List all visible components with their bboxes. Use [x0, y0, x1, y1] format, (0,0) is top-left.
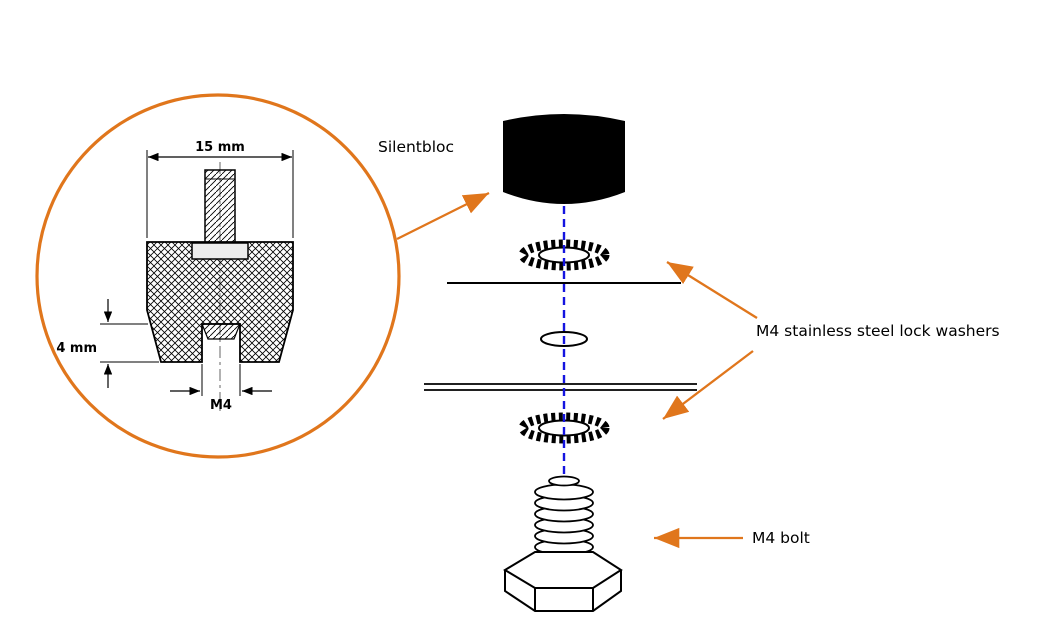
m4-bolt — [503, 475, 623, 612]
dim-width-label: 15 mm — [195, 140, 245, 155]
dim-height-label: 4 mm — [56, 341, 97, 356]
dim-height: 4 mm — [56, 299, 159, 388]
washer-bottom-arrow-icon — [662, 350, 754, 420]
bolt-head-top-face — [503, 551, 623, 589]
lock-washer-bottom-serration — [518, 412, 610, 444]
bolt-label: M4 bolt — [752, 529, 810, 547]
bolt-tip — [548, 475, 580, 487]
cross-section-drawing: 15 mm 4 mm M4 — [56, 140, 294, 414]
dim-thread: M4 — [170, 364, 272, 413]
mounting-plate-bottom — [424, 383, 697, 391]
lock-washer-top-serration — [518, 239, 610, 271]
thread-label: M4 — [210, 398, 232, 413]
washers-label: M4 stainless steel lock washers — [756, 322, 1000, 340]
stud-base-insert — [191, 242, 249, 260]
silentbloc-label: Silentbloc — [378, 138, 454, 156]
detail-callout-circle — [35, 93, 401, 459]
silentbloc-cylinder — [503, 114, 625, 204]
tapped-hole-insert — [201, 323, 241, 340]
silentbloc-arrow-icon — [396, 191, 490, 241]
dim-width: 15 mm — [146, 140, 294, 238]
bolt-thread-coil — [534, 483, 594, 501]
threaded-stud — [204, 169, 236, 245]
washer-top-arrow-icon — [666, 261, 758, 319]
rubber-body-section — [146, 241, 294, 363]
